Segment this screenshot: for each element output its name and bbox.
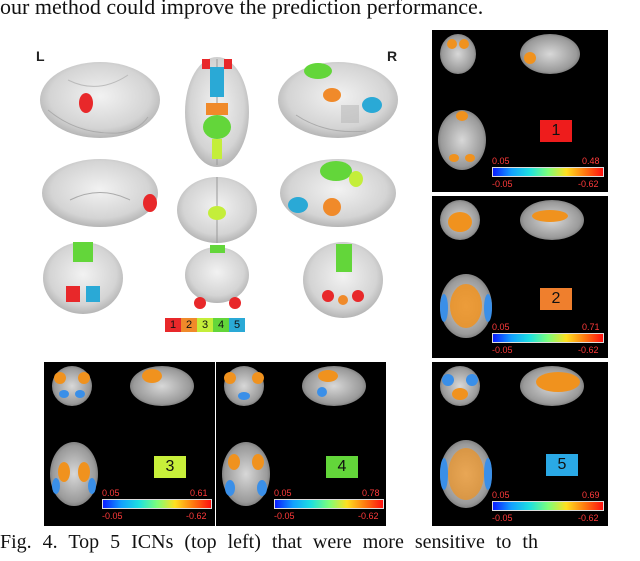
icn-2-pos-max: 0.71 [582,322,600,332]
icn-4-colorbar [274,499,384,509]
icn-5-neg-max: -0.62 [578,513,599,523]
brain-medial-left-view [42,159,158,227]
brain-coronal-front-view [43,242,123,314]
icn-4-pos-min: 0.05 [274,488,292,498]
network-color-legend: 1 2 3 4 5 [165,318,245,332]
icn-2-badge: 2 [540,288,572,310]
right-hemisphere-label: R [387,48,398,64]
icn-1-colorbar [492,167,604,177]
legend-item-4: 4 [213,318,229,332]
icn-4-neg-min: -0.05 [274,511,295,521]
brain-medial-right-view [280,159,396,227]
icn-2-slices [440,200,584,338]
icn-4-neg-max: -0.62 [358,511,379,521]
icn-5-slices [440,366,584,508]
icn-4-slices [222,366,366,506]
icn-panel-1: 1 0.05 0.48 -0.05 -0.62 [432,30,608,192]
icn-5-pos-min: 0.05 [492,490,510,500]
brain-axial-top-view [185,57,249,167]
brain-axial-bottom-view [177,177,257,243]
legend-item-5: 5 [229,318,245,332]
icn-2-pos-min: 0.05 [492,322,510,332]
icn-panel-3: 3 0.05 0.61 -0.05 -0.62 [44,362,215,526]
brain-lateral-right-view [278,62,398,138]
brain-coronal-back-view [303,242,383,318]
icn-panel-4: 4 0.05 0.78 -0.05 -0.62 [216,362,386,526]
icn-3-slices [50,366,194,506]
icn-1-pos-min: 0.05 [492,156,510,166]
icn-5-badge: 5 [546,454,578,476]
icn-5-colorbar [492,501,604,511]
brain-axial-center-view [185,245,249,309]
icn-1-neg-max: -0.62 [578,179,599,189]
icn-2-neg-min: -0.05 [492,345,513,355]
icn-panel-2: 2 0.05 0.71 -0.05 -0.62 [432,196,608,358]
icn-1-pos-max: 0.48 [582,156,600,166]
icn-3-badge: 3 [154,456,186,478]
left-hemisphere-label: L [36,48,45,64]
icn-3-neg-max: -0.62 [186,511,207,521]
legend-item-2: 2 [181,318,197,332]
legend-item-3: 3 [197,318,213,332]
icn-1-neg-min: -0.05 [492,179,513,189]
icn-4-badge: 4 [326,456,358,478]
icn-2-colorbar [492,333,604,343]
legend-item-1: 1 [165,318,181,332]
icn-5-neg-min: -0.05 [492,513,513,523]
figure-caption: Fig. 4. Top 5 ICNs (top left) that were … [0,531,538,553]
preceding-text-line: our method could improve the prediction … [0,0,484,19]
icn-3-pos-min: 0.05 [102,488,120,498]
icn-3-colorbar [102,499,212,509]
icn-1-badge: 1 [540,120,572,142]
icn-3-pos-max: 0.61 [190,488,208,498]
icn-3-neg-min: -0.05 [102,511,123,521]
icn-5-pos-max: 0.69 [582,490,600,500]
icn-4-pos-max: 0.78 [362,488,380,498]
icn-1-slices [438,34,580,170]
icn-2-neg-max: -0.62 [578,345,599,355]
icn-panel-5: 5 0.05 0.69 -0.05 -0.62 [432,362,608,526]
brain-lateral-left-view [40,62,160,138]
